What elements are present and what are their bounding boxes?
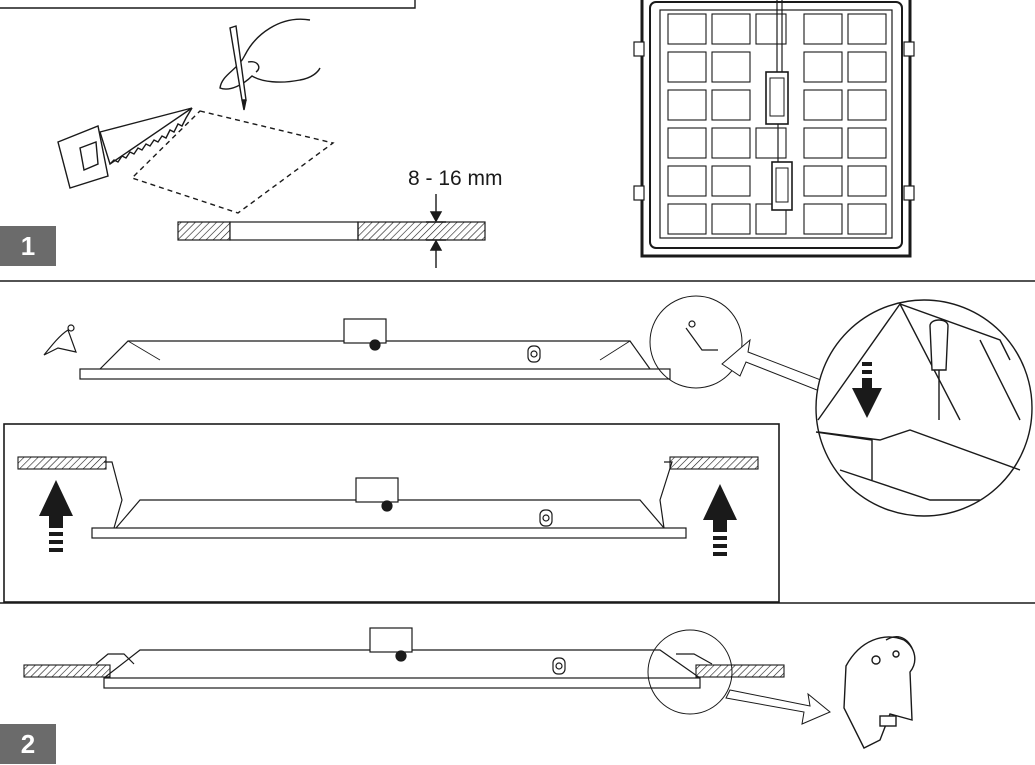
hand-saw-icon (57, 107, 193, 189)
ceiling-section (177, 221, 486, 241)
hand-pencil-icon (219, 18, 321, 111)
step-badge-1: 1 (0, 226, 56, 266)
callout-arrow-icon (721, 338, 827, 393)
cutout-outline (130, 110, 335, 214)
frame-top-left (0, 0, 416, 9)
panel-side-view-2 (91, 461, 687, 539)
thickness-dimension (426, 194, 446, 268)
detail-circle-1 (649, 295, 743, 389)
ceiling-boards-installed (23, 664, 785, 678)
magnified-detail (815, 299, 1033, 517)
spring-clip-icon (843, 636, 916, 749)
panel-side-view-3 (95, 627, 713, 689)
panel-side-view-1 (43, 318, 718, 380)
section-cutout (0, 0, 416, 214)
detail-circle-2 (647, 629, 733, 715)
ceiling-boards-insert (17, 456, 759, 470)
arrow-up-icon (39, 480, 73, 552)
step-badge-2: 2 (0, 724, 56, 764)
panel-back-view (633, 0, 915, 258)
arrow-down-icon (852, 362, 882, 418)
section-dividers (0, 280, 1035, 604)
thickness-label: 8 - 16 mm (408, 167, 503, 190)
frame-clip-insert (3, 423, 780, 603)
arrow-up-icon-right (703, 484, 737, 556)
callout-arrow-icon-2 (725, 689, 831, 725)
screwdriver-icon (929, 319, 949, 420)
panel-grid (667, 13, 887, 235)
